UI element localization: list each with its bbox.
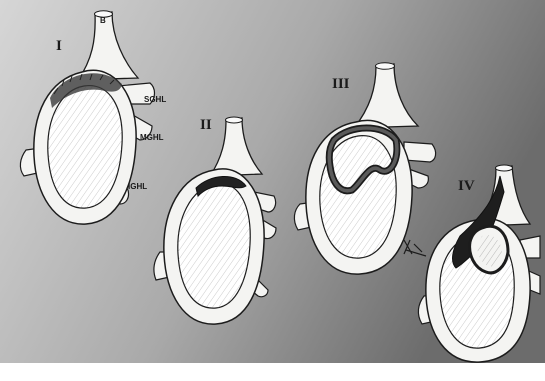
stage-i-numeral: I [56, 38, 62, 54]
stage-iii-numeral: III [332, 76, 350, 92]
ighl-label: IGHL [128, 182, 147, 191]
biceps-tendon-cut [376, 63, 395, 70]
biceps-tendon-cut [226, 117, 243, 123]
biceps-tendon-cut [496, 165, 513, 171]
biceps-label: B [100, 16, 106, 25]
stage-iv-numeral: IV [458, 178, 475, 194]
background-bottom-strip [0, 363, 545, 381]
stage-ii-numeral: II [200, 117, 212, 133]
mghl-label: MGHL [140, 133, 164, 142]
sghl-label: SGHL [144, 95, 166, 104]
